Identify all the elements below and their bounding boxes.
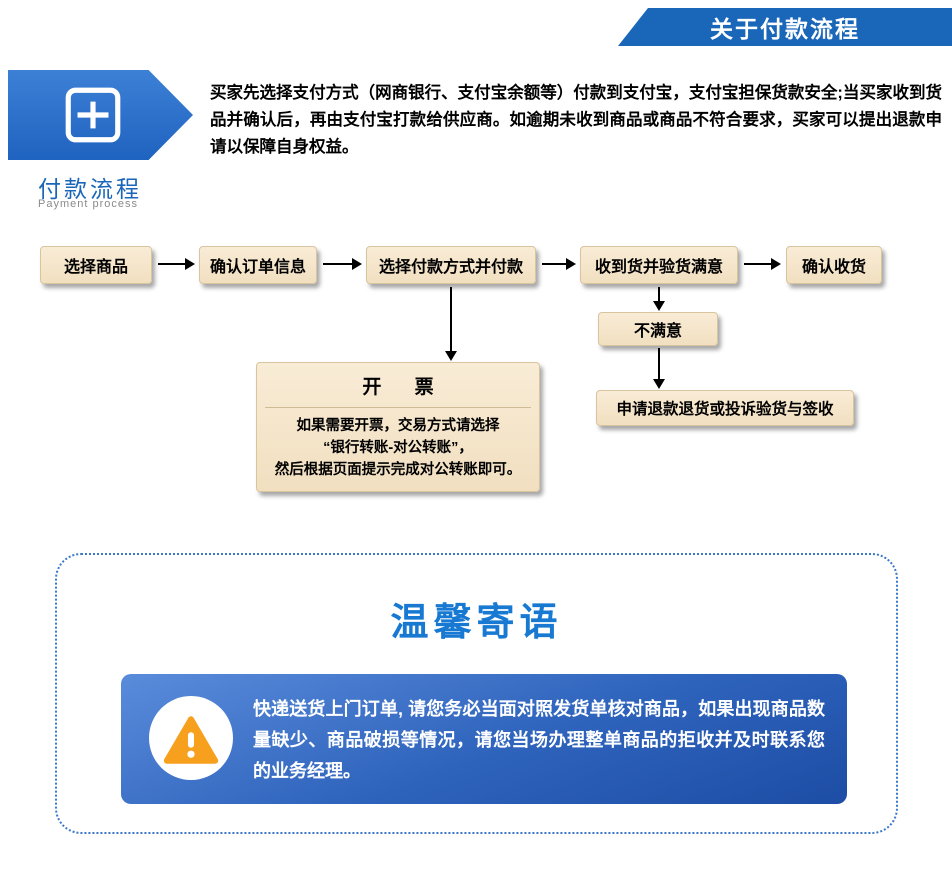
flow-step-refund-complaint: 申请退款退货或投诉验货与签收 (596, 390, 854, 426)
payment-logo-arrow (8, 70, 193, 160)
flow-step-unsatisfied: 不满意 (598, 312, 718, 346)
invoice-line: “银行转账-对公转账”， (323, 440, 473, 456)
section-title: 付款流程 (38, 176, 142, 202)
arrow-right-icon (323, 258, 362, 270)
invoice-info-box: 开 票 如果需要开票，交易方式请选择 “银行转账-对公转账”， 然后根据页面提示… (256, 362, 540, 492)
flow-step-confirm-receipt: 确认收货 (786, 246, 882, 284)
invoice-line: 如果需要开票，交易方式请选择 (296, 418, 500, 434)
warm-notice-message: 快递送货上门订单, 请您务必当面对照发货单核对商品，如果出现商品数量缺少、商品破… (253, 699, 825, 781)
arrow-down-icon (653, 348, 665, 389)
warm-notice-title: 温馨寄语 (390, 602, 563, 644)
warning-icon (163, 716, 219, 764)
warm-notice-message-box: 快递送货上门订单, 请您务必当面对照发货单核对商品，如果出现商品数量缺少、商品破… (121, 674, 847, 804)
arrow-right-icon (158, 258, 195, 270)
section-subtitle: Payment process (38, 198, 138, 210)
flow-step-choose-payment: 选择付款方式并付款 (366, 246, 536, 284)
arrow-right-icon (744, 258, 781, 270)
invoice-title: 开 票 (362, 377, 448, 398)
header-banner-title: 关于付款流程 (710, 16, 860, 42)
warm-notice-panel: 温馨寄语 快递送货上门订单, 请您务必当面对照发货单核对商品，如果出现商品数量缺… (55, 553, 898, 834)
intro-paragraph: 买家先选择支付方式（网商银行、支付宝余额等）付款到支付宝，支付宝担保货款安全;当… (210, 84, 942, 156)
arrow-down-icon (445, 287, 457, 361)
invoice-line: 然后根据页面提示完成对公转账即可。 (274, 462, 522, 478)
arrow-down-icon (653, 287, 665, 311)
warning-circle (149, 696, 233, 780)
arrow-right-icon (542, 258, 576, 270)
header-banner: 关于付款流程 (618, 8, 952, 46)
payment-logo-icon (65, 87, 121, 143)
flow-step-confirm-order: 确认订单信息 (199, 246, 317, 284)
flow-step-receive-inspect: 收到货并验货满意 (580, 246, 738, 284)
flow-step-select-product: 选择商品 (40, 246, 152, 284)
invoice-divider (265, 407, 531, 408)
